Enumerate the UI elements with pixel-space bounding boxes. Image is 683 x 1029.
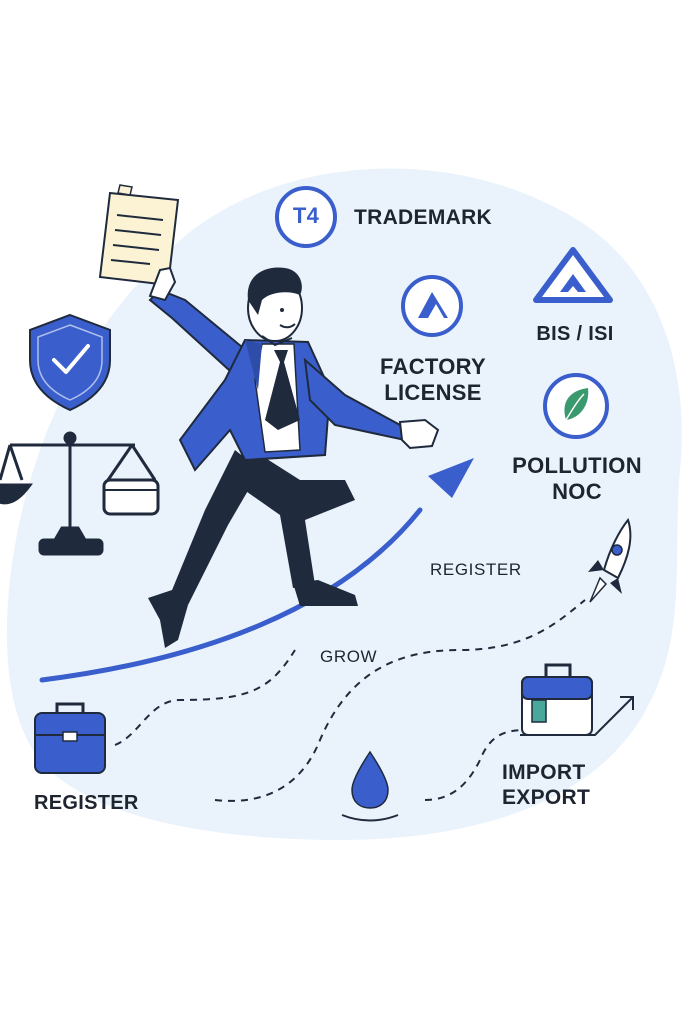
register-step-label: REGISTER — [430, 560, 522, 579]
dashed-path-left — [114, 649, 296, 746]
businessman-figure — [148, 266, 440, 648]
document-icon — [98, 184, 180, 287]
trademark-badge-text: T4 — [292, 203, 320, 228]
factory-license-line2: LICENSE — [384, 380, 482, 405]
import-export-line2: EXPORT — [502, 786, 591, 809]
growth-arrow — [39, 458, 474, 683]
rocket-icon — [588, 517, 632, 603]
briefcase-icon-left — [34, 702, 106, 774]
scales-of-justice-icon — [0, 431, 160, 556]
import-export-line1: IMPORT — [502, 761, 586, 784]
shield-check-icon — [29, 313, 111, 412]
leaf-icon — [543, 373, 609, 439]
briefcase-icon-right — [521, 663, 593, 736]
factory-license-line1: FACTORY — [380, 354, 486, 379]
factory-license-icon — [401, 275, 463, 337]
background-blob — [6, 168, 682, 840]
trademark-label: TRADEMARK — [354, 206, 493, 229]
grow-step-label: GROW — [320, 647, 378, 666]
factory-license-label: FACTORY LICENSE — [368, 354, 498, 406]
dashed-path-middle — [214, 599, 586, 802]
water-drop-icon — [341, 750, 399, 822]
import-export-label: IMPORT EXPORT — [502, 760, 590, 810]
arrow-up-right-icon — [520, 696, 634, 736]
register-label: REGISTER — [34, 792, 139, 814]
pollution-noc-label: POLLUTION NOC — [500, 453, 654, 505]
bis-isi-triangle-icon — [533, 247, 613, 303]
bis-isi-label: BIS / ISI — [536, 323, 614, 345]
pollution-noc-line2: NOC — [552, 479, 602, 504]
pollution-noc-line1: POLLUTION — [512, 453, 642, 478]
trademark-badge-icon — [275, 186, 337, 248]
